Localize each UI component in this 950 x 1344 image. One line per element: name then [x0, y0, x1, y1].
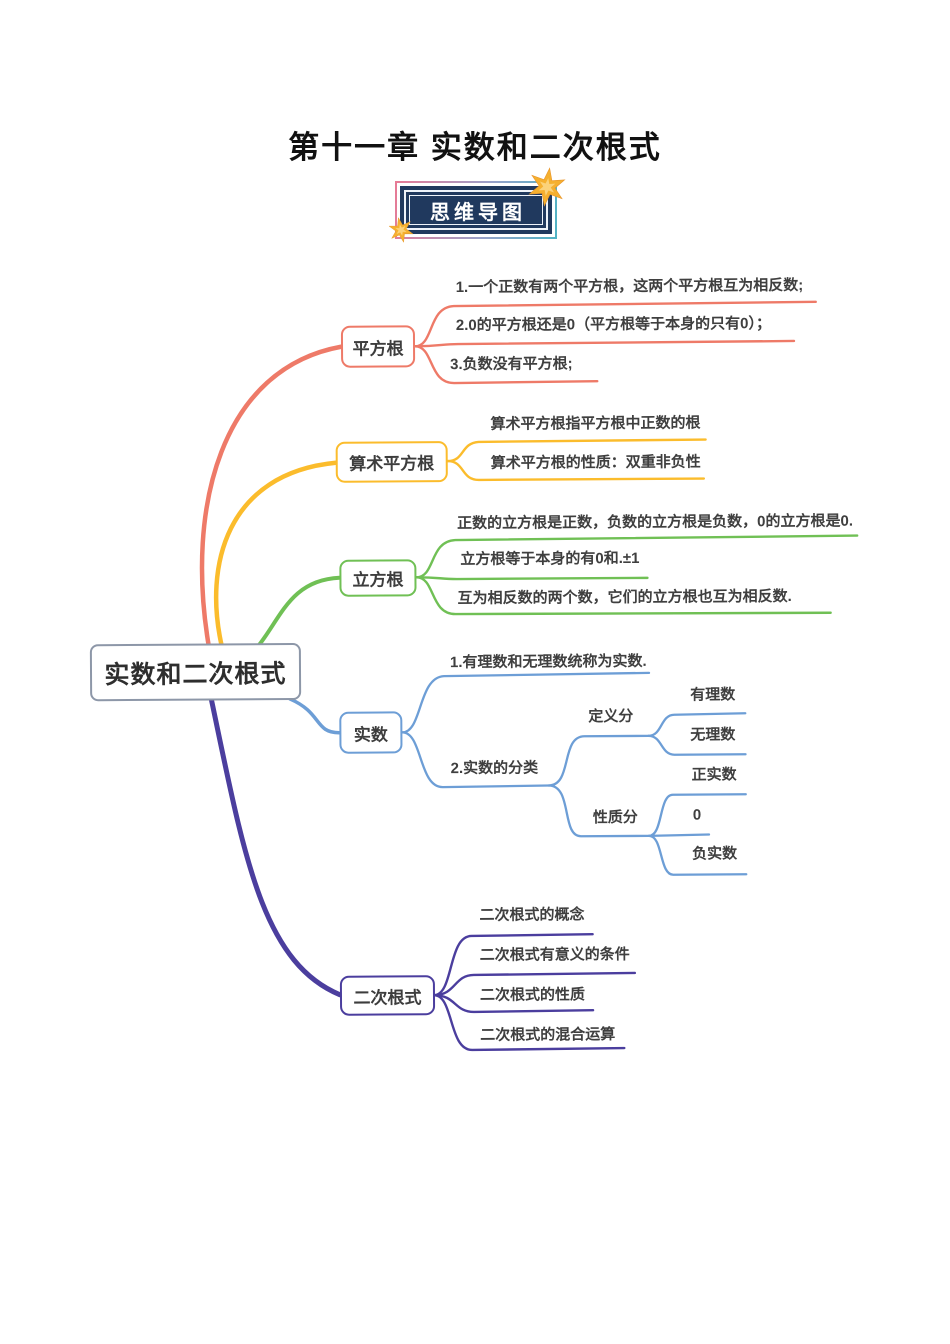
- arithmetic-item2-line: [446, 459, 706, 482]
- by-property-line: [547, 784, 651, 838]
- star-icon: [528, 167, 566, 207]
- by-definition-line: [547, 734, 650, 787]
- quadratic-item-1: 二次根式的概念: [479, 906, 585, 924]
- cube-root-item-1: 正数的立方根是正数，负数的立方根是负数，0的立方根是0.: [457, 512, 854, 533]
- cube-root-item2-line: [415, 576, 649, 581]
- square-root-branch-curve: [199, 344, 344, 649]
- cube-root-branch-curve: [256, 575, 342, 648]
- square-root-connector-group: [199, 300, 817, 649]
- badge-inner-frame: 思维导图: [397, 183, 555, 237]
- by-property-label: 性质分: [592, 808, 638, 827]
- irrational-number-label: 无理数: [690, 726, 736, 744]
- cube-root-item3-line: [415, 576, 832, 616]
- branch-node-cube-root: 立方根: [339, 559, 417, 597]
- badge-panel: 思维导图: [400, 186, 552, 234]
- cube-root-item1-line: [415, 534, 859, 579]
- quadratic-item-4: 二次根式的混合运算: [480, 1026, 616, 1044]
- real-number-item1-line: [401, 671, 651, 734]
- arithmetic-square-root-connector-group: [213, 438, 707, 649]
- cube-root-item-2: 立方根等于本身的有0和.±1: [460, 549, 640, 569]
- square-root-item3-line: [413, 345, 599, 385]
- square-root-item-3: 3.负数没有平方根;: [450, 355, 573, 374]
- by-definition-label: 定义分: [588, 707, 634, 726]
- branch-node-square-root: 平方根: [340, 325, 416, 368]
- irrational-line: [647, 734, 747, 756]
- square-root-item2-line: [413, 339, 796, 348]
- real-number-item-2: 2.实数的分类: [450, 759, 539, 778]
- branch-node-real-number: 实数: [339, 711, 403, 754]
- quadratic-item-2: 二次根式有意义的条件: [479, 945, 630, 964]
- cube-root-item-3: 互为相反数的两个数，它们的立方根也互为相反数.: [457, 587, 792, 608]
- quadratic-item3-line: [432, 993, 595, 1014]
- arithmetic-item-1: 算术平方根指平方根中正数的根: [490, 414, 701, 433]
- arithmetic-item-2: 算术平方根的性质：双重非负性: [490, 453, 701, 472]
- cube-root-connector-group: [256, 534, 859, 648]
- positive-real-line: [647, 793, 747, 838]
- square-root-item-2: 2.0的平方根还是0（平方根等于本身的只有0）；: [455, 315, 771, 335]
- mindmap-badge: 思维导图: [395, 181, 557, 239]
- real-number-branch-curve: [288, 697, 342, 735]
- branch-node-quadratic-radical: 二次根式: [339, 975, 436, 1016]
- quadratic-radical-branch-curve: [208, 696, 343, 998]
- positive-real-label: 正实数: [691, 766, 737, 784]
- real-number-connector-group: [288, 671, 748, 876]
- real-number-item2-line: [401, 731, 550, 789]
- zero-label: 0: [692, 806, 702, 824]
- real-number-item-1: 1.有理数和无理数统称为实数.: [449, 652, 647, 672]
- page-title: 第十一章 实数和二次根式: [288, 130, 662, 165]
- arithmetic-square-root-branch-curve: [213, 460, 338, 649]
- quadratic-radical-connector-group: [208, 696, 637, 1052]
- badge-frame: 思维导图: [395, 181, 557, 239]
- rational-line: [647, 712, 747, 738]
- quadratic-item4-line: [432, 993, 626, 1052]
- rational-number-label: 有理数: [690, 686, 736, 704]
- negative-real-label: 负实数: [692, 845, 738, 863]
- root-node: 实数和二次根式: [89, 642, 302, 702]
- quadratic-item1-line: [432, 933, 594, 997]
- square-root-item-1: 1.一个正数有两个平方根，这两个平方根互为相反数;: [455, 276, 804, 297]
- branch-node-arithmetic-square-root: 算术平方根: [335, 441, 448, 483]
- negative-real-line: [647, 834, 748, 876]
- zero-line: [647, 833, 711, 838]
- star-icon: [388, 217, 414, 243]
- quadratic-item2-line: [432, 971, 637, 997]
- quadratic-item-3: 二次根式的性质: [479, 986, 586, 1004]
- square-root-item1-line: [413, 300, 817, 348]
